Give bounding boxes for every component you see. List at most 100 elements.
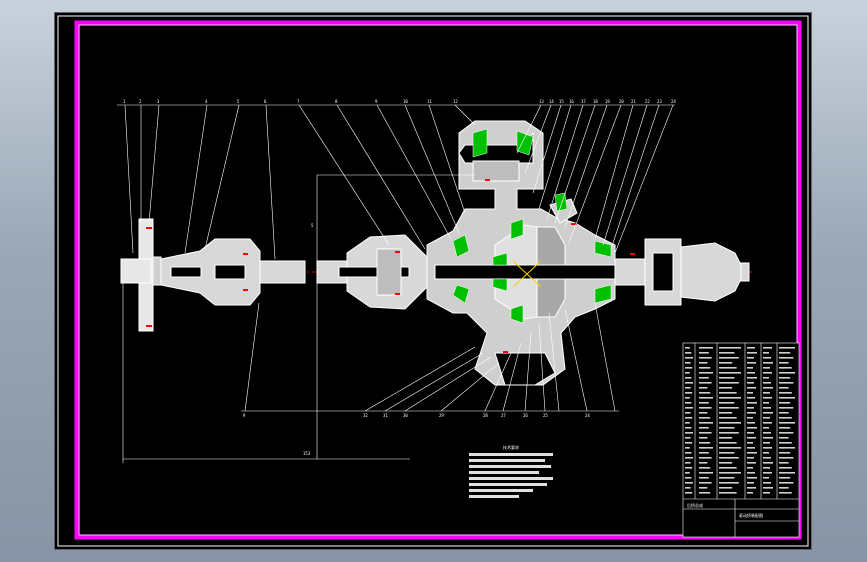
parts-list-cell — [747, 452, 757, 454]
parts-list-cell — [719, 482, 739, 484]
callout-label: 18 — [593, 99, 598, 104]
parts-list-cell — [685, 462, 691, 464]
parts-list-cell — [685, 457, 693, 459]
technical-notes: 技术要求 — [469, 444, 553, 498]
parts-list-cell — [747, 447, 755, 449]
parts-list-cell — [719, 407, 739, 409]
parts-list-cell — [779, 432, 794, 434]
parts-list-cell — [779, 382, 794, 384]
callout-label: 16 — [569, 99, 574, 104]
parts-list-cell — [699, 487, 708, 489]
parts-list-cell — [747, 477, 757, 479]
parts-list-cell — [685, 442, 693, 444]
callout-label: 30 — [403, 413, 408, 418]
parts-list-cell — [699, 347, 713, 349]
parts-list-cell — [719, 402, 735, 404]
parts-list-cell — [779, 472, 795, 474]
parts-list-cell — [763, 422, 772, 424]
parts-list-cell — [747, 362, 756, 364]
callout-label: 29 — [439, 413, 444, 418]
callout-label: 2 — [139, 99, 142, 104]
parts-list-cell — [779, 422, 795, 424]
parts-list-cell — [747, 412, 756, 414]
parts-list-cell — [699, 382, 712, 384]
bottom-leaders — [241, 302, 619, 412]
callout-label: 23 — [657, 99, 662, 104]
parts-list-cell — [699, 367, 711, 369]
parts-list-cell — [763, 432, 771, 434]
parts-list-cell — [699, 432, 712, 434]
parts-list-cell — [763, 437, 773, 439]
parts-list-cell — [763, 452, 769, 454]
callout-label: 25 — [543, 413, 548, 418]
title-block-subtitle: 驱动桥装配图 — [739, 512, 763, 518]
callout-label: 11 — [427, 99, 432, 104]
parts-list-cell — [779, 492, 792, 494]
parts-list-cell — [699, 392, 711, 394]
parts-list-cell — [685, 452, 692, 454]
callout-label: 20 — [619, 99, 624, 104]
left-half-shaft-housing — [160, 238, 306, 306]
parts-list-cell — [747, 467, 753, 469]
callout-label: 27 — [501, 413, 506, 418]
parts-list-cell — [763, 412, 773, 414]
parts-list-cell — [763, 482, 771, 484]
parts-list-cell — [763, 457, 771, 459]
dimension-height-label: 5 — [311, 223, 314, 228]
parts-list-cell — [779, 372, 795, 374]
parts-list-cell — [763, 382, 771, 384]
parts-list-cell — [779, 457, 794, 459]
parts-list-cell — [747, 462, 756, 464]
parts-list-cell — [763, 487, 773, 489]
parts-list-cell — [699, 372, 713, 374]
parts-list-cell — [699, 437, 708, 439]
parts-list-cell — [685, 447, 690, 449]
callout-label: 3 — [157, 99, 160, 104]
parts-list-cell — [699, 397, 713, 399]
parts-list-cell — [747, 387, 756, 389]
parts-list-cell — [763, 387, 773, 389]
parts-list-cell — [763, 392, 770, 394]
parts-list-cell — [763, 427, 769, 429]
parts-list-cell — [779, 427, 791, 429]
parts-list-cell — [763, 377, 769, 379]
parts-list-cell — [779, 357, 794, 359]
inner-frame — [78, 24, 798, 536]
parts-list-cell — [699, 357, 712, 359]
parts-list-cell — [763, 362, 773, 364]
parts-list-cell — [699, 467, 711, 469]
parts-list-cell — [699, 402, 709, 404]
bearings — [452, 128, 612, 324]
parts-list-cell — [747, 442, 753, 444]
parts-list-cell — [699, 412, 708, 414]
parts-list-cell — [685, 417, 693, 419]
parts-list-cell — [779, 352, 791, 354]
dimension-length-label: 153 — [303, 451, 311, 456]
parts-list-cell — [763, 472, 772, 474]
parts-list-cell — [719, 387, 733, 389]
parts-list-cell — [747, 437, 756, 439]
parts-list-cell — [719, 437, 733, 439]
parts-list-cell — [685, 472, 690, 474]
parts-list-cell — [747, 347, 755, 349]
parts-list-cell — [779, 437, 789, 439]
parts-list-cell — [779, 442, 792, 444]
callout-label: 6 — [264, 99, 267, 104]
parts-list-cell — [685, 402, 692, 404]
parts-list-cell — [699, 477, 709, 479]
parts-list-cell — [685, 467, 693, 469]
parts-list-cell — [747, 397, 755, 399]
parts-list-cell — [779, 397, 795, 399]
parts-list-cell — [719, 492, 737, 494]
parts-list-cell — [747, 492, 753, 494]
callout-label: 5 — [237, 99, 240, 104]
callout-label: 21 — [631, 99, 636, 104]
parts-list-cell — [747, 417, 753, 419]
parts-list-cell — [719, 347, 741, 349]
parts-list-cell — [779, 387, 789, 389]
callout-label: 13 — [539, 99, 544, 104]
parts-list-cell — [699, 352, 709, 354]
differential-housing — [426, 120, 616, 386]
parts-list-cell — [685, 477, 692, 479]
